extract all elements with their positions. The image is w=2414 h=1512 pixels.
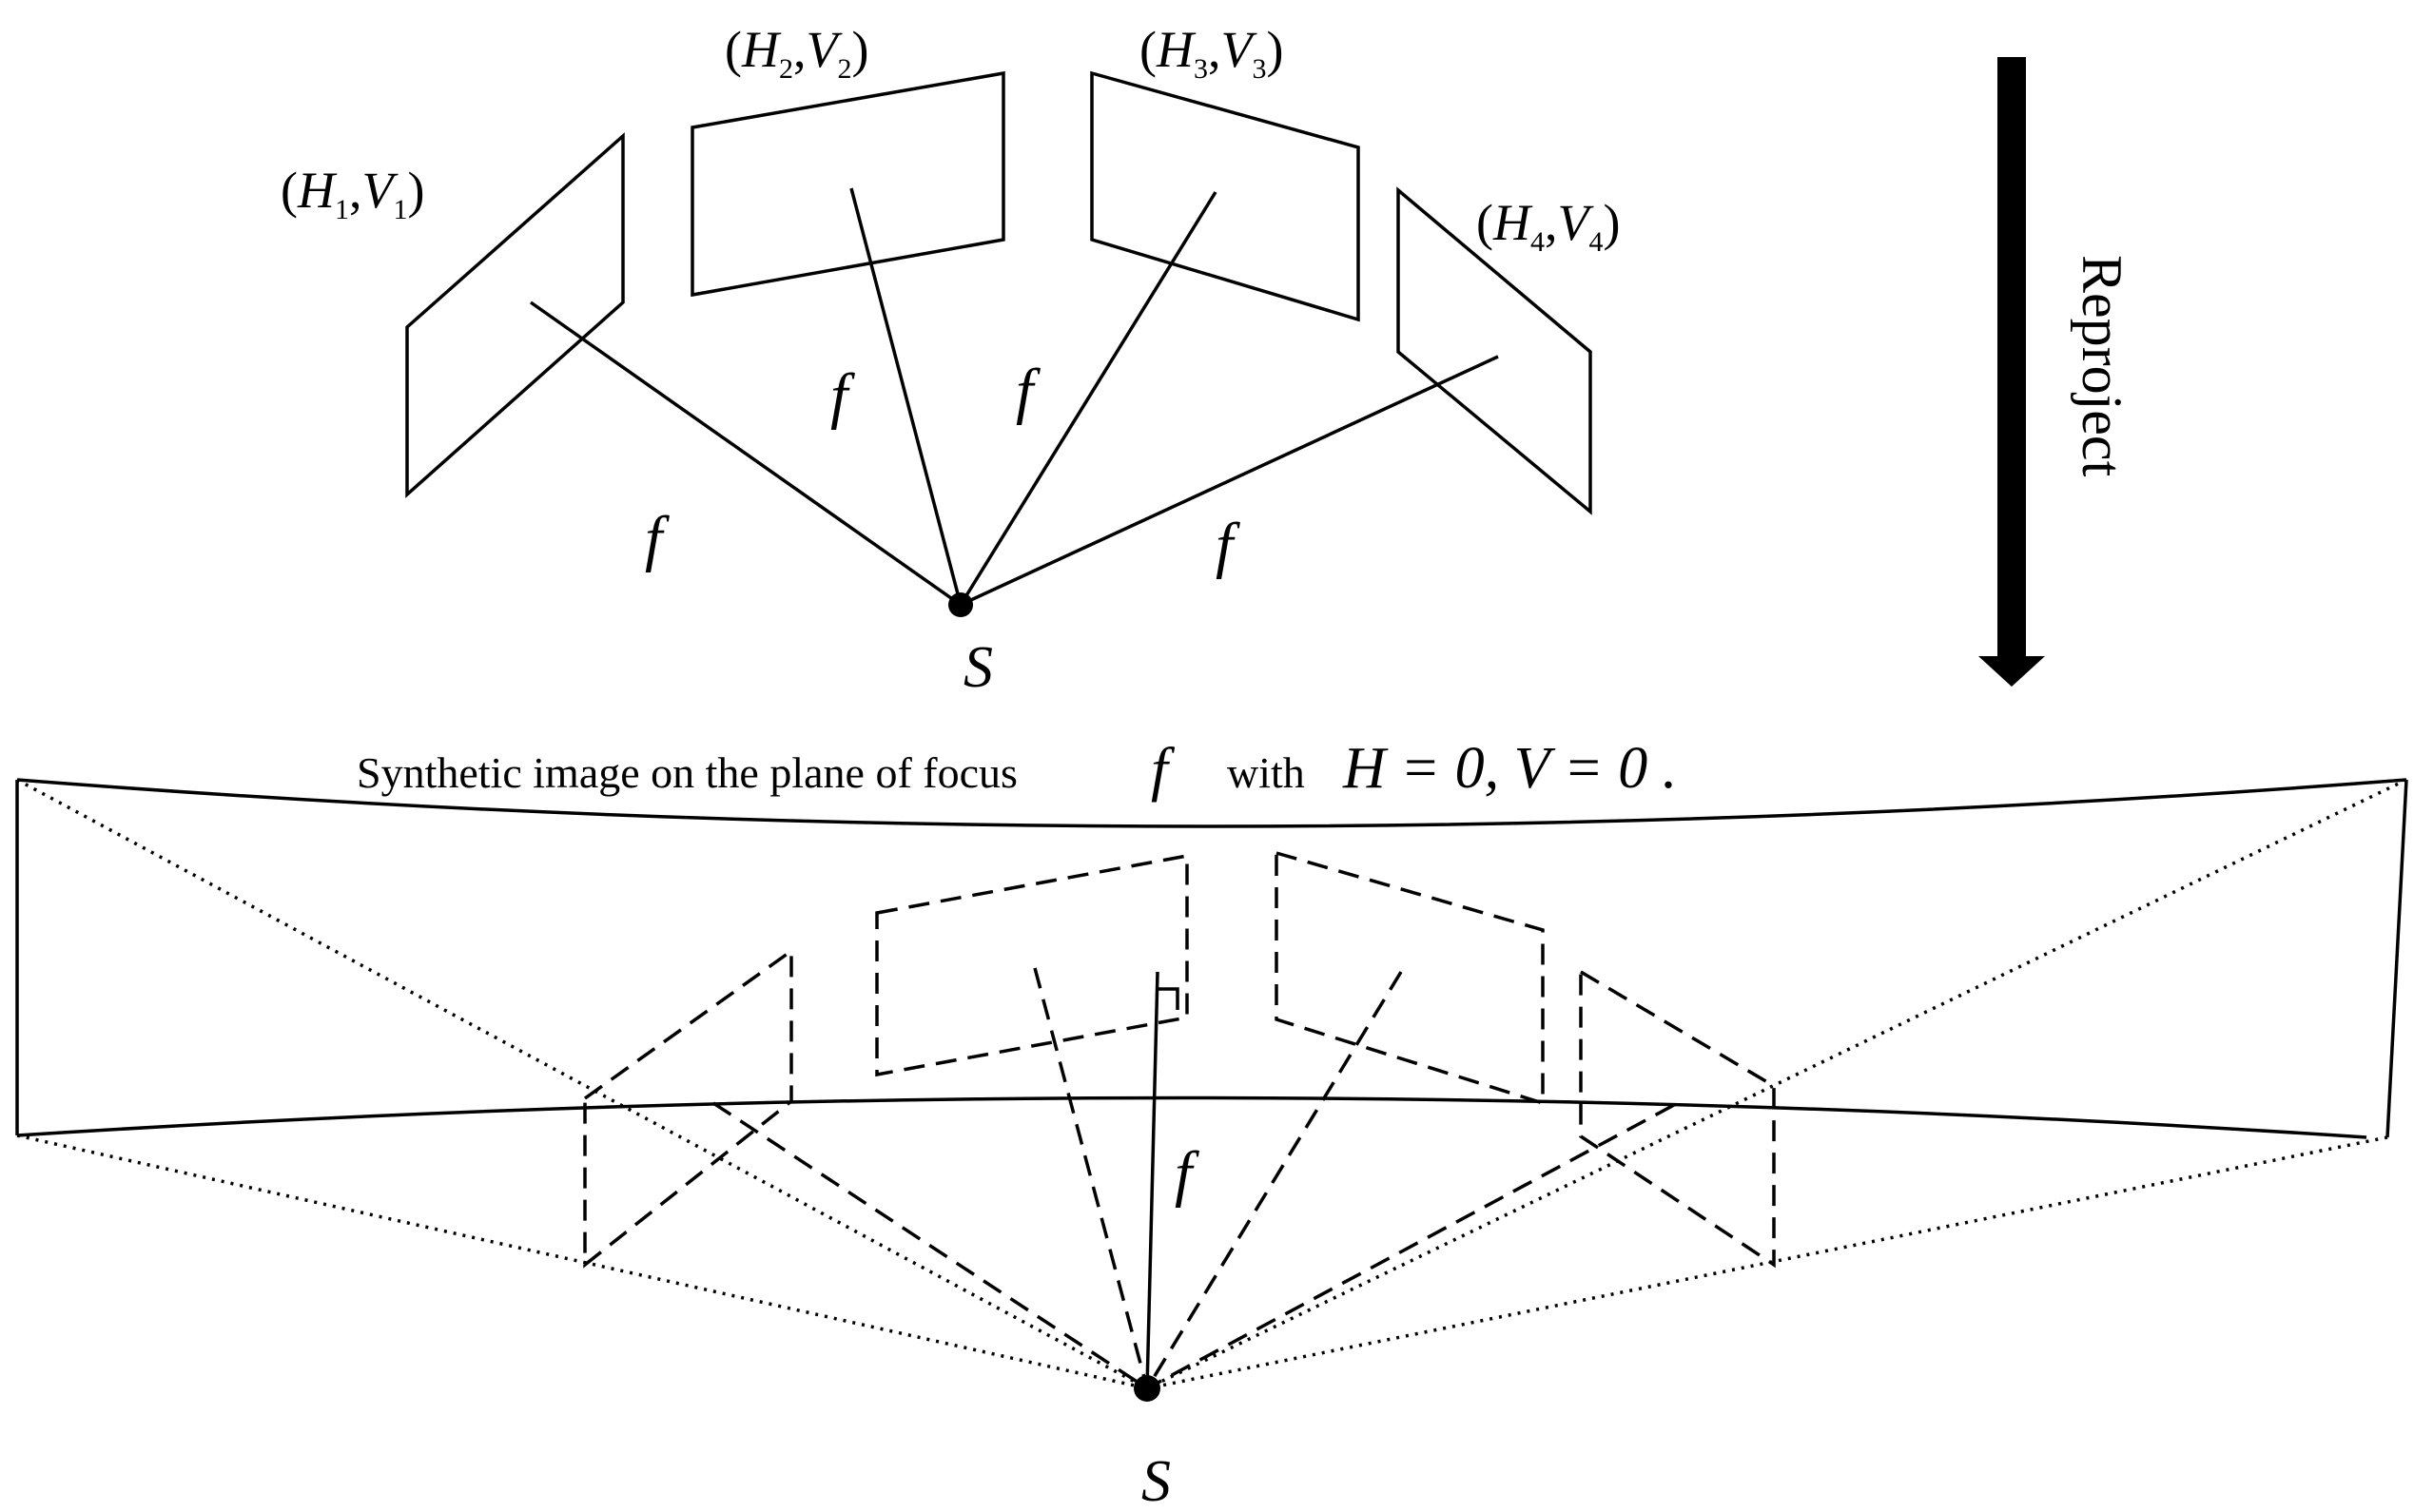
focal-label-4: f [1216,511,1240,580]
reprojected-ray-3 [1145,971,1403,1389]
reprojected-ray-2 [1033,967,1149,1389]
focal-ray-1 [529,300,963,607]
camera-plane-1 [405,132,625,498]
reprojected-ray-4 [1146,1103,1675,1390]
projection-line-bottom-left [16,1134,1148,1390]
synthetic-projection-center-point [1134,1375,1160,1402]
projection-center-label: S [964,635,993,700]
reprojected-plane-2 [875,853,1189,1077]
camera-label-4: (H4,V4) [1476,194,1620,258]
top-view: (H1,V1) (H2,V2) (H3,V3) (H4,V4) f f f f … [281,21,1620,700]
focal-label-3: f [1016,357,1041,426]
reprojected-plane-4 [1579,968,1776,1269]
focal-label-2: f [830,361,855,431]
caption-focus-symbol: f [1151,735,1176,803]
projection-line-bottom-right [1146,1135,2388,1390]
camera-label-3: (H3,V3) [1139,21,1283,85]
caption-with: with [1227,748,1305,797]
right-angle-marker [1158,987,1179,1010]
arrow-shaft [1997,57,2026,658]
focal-ray-4 [960,355,1499,607]
focal-label-1: f [645,504,670,573]
synthetic-caption: Synthetic image on the plane of focus [357,748,1018,797]
projection-center-point [948,592,973,617]
camera-plane-4 [1396,186,1592,515]
camera-plane-3 [1090,70,1360,322]
synthetic-image-top-edge [16,778,2407,828]
projection-line-top-right [1146,778,2407,1390]
caption-equation: H = 0, V = 0 . [1342,736,1677,801]
synthetic-image-right-edge [2385,779,2408,1138]
reproject-label: Reproject [2071,255,2133,477]
camera-label-2: (H2,V2) [725,21,868,85]
synthetic-image-bottom-edge [16,1095,2367,1139]
synthetic-center-label: S [1141,1449,1171,1512]
camera-plane-2 [691,70,1005,298]
reprojected-plane-3 [1275,850,1545,1106]
central-focal-axis [1145,971,1159,1389]
bottom-view: Synthetic image on the plane of focus f … [15,735,2408,1512]
reprojected-ray-1 [712,1101,1148,1390]
focal-ray-2 [849,187,963,606]
synthetic-focal-label: f [1175,1139,1199,1209]
camera-label-1: (H1,V1) [281,162,424,225]
arrow-head [1978,656,2045,687]
focal-ray-3 [959,191,1217,606]
reprojected-plane-1 [583,947,793,1269]
reproject-arrow: Reproject [1978,57,2133,687]
projection-line-top-left [16,778,1148,1390]
